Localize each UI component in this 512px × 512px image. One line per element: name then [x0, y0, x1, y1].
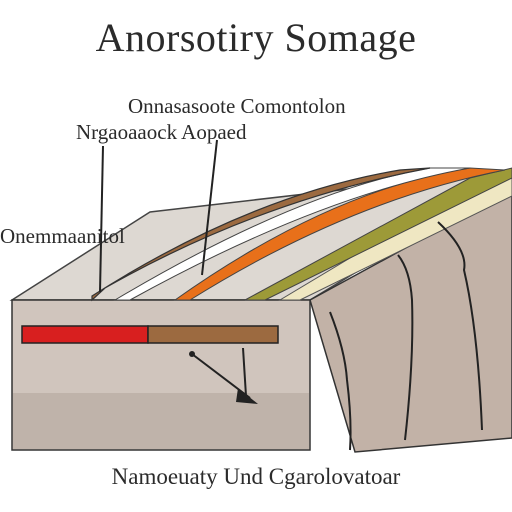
label-top: Onnasasoote Comontolon [128, 94, 346, 118]
leader-line-top [201, 139, 218, 276]
layer-white [113, 167, 471, 301]
label-second: Nrgaoaaock Aopaed [76, 120, 247, 144]
brown-stratum-bar [147, 325, 279, 344]
diagram-title: Anorsotiry Somage [95, 15, 417, 60]
label-left: Onemmaanitol [0, 224, 125, 248]
layer-brown [91, 167, 431, 302]
label-bottom: Namoeuaty Und Cgarolovatoar [111, 464, 401, 489]
fault-line [437, 221, 483, 431]
block-front-lower-band [13, 393, 309, 449]
arrow-head [236, 388, 258, 404]
red-stratum-bar [21, 325, 149, 344]
leader-line-vertical [242, 347, 247, 397]
fault-line [397, 254, 414, 441]
fault-line [329, 311, 352, 451]
leader-line-second [99, 145, 104, 293]
leader-dot [189, 351, 195, 357]
